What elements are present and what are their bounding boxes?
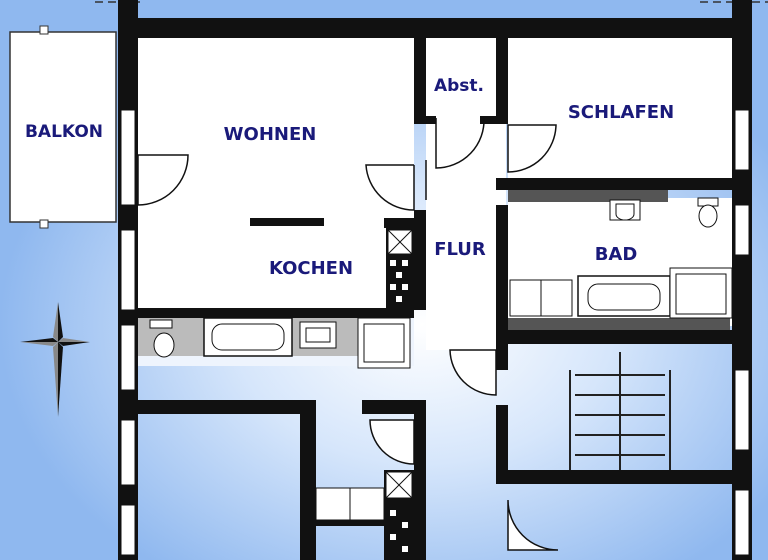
shower-tray-icon (669, 267, 733, 319)
lower-bath-fixtures (138, 317, 411, 369)
label-wohnen: WOHNEN (224, 124, 317, 145)
compass-rose-icon (20, 302, 90, 417)
abst-door (435, 117, 485, 169)
windows-left (120, 109, 136, 556)
sink-icon (609, 199, 641, 221)
lower-right-door (507, 499, 559, 551)
label-schlafen: SCHLAFEN (568, 102, 674, 123)
ventilation-shaft (386, 228, 414, 308)
lower-kitchen-counter (315, 487, 385, 521)
label-bad: BAD (595, 244, 638, 265)
sink-icon (299, 321, 337, 349)
label-flur: FLUR (434, 239, 486, 260)
bad-fixtures (508, 190, 733, 330)
ventilation-shaft-lower (384, 470, 414, 560)
bathtub-icon (577, 275, 671, 317)
bathtub-icon (203, 317, 293, 357)
doors (137, 124, 557, 465)
shower-tray-icon (357, 317, 411, 369)
staircase (569, 352, 671, 470)
label-kochen: KOCHEN (269, 258, 353, 279)
balcony (9, 25, 117, 229)
toilet-icon (697, 197, 719, 228)
windows-right (734, 109, 750, 556)
toilet-icon (149, 319, 175, 358)
label-abstellraum: Abst. (434, 76, 484, 96)
label-balkon: BALKON (25, 122, 103, 142)
